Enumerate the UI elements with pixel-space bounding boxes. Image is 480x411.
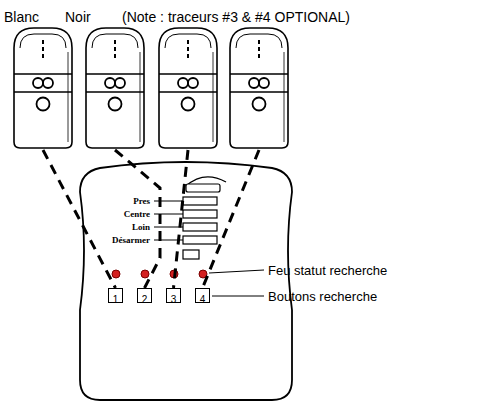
button-number: 2 <box>142 294 148 306</box>
search-button: 4 <box>195 288 210 303</box>
button-number: 1 <box>113 294 119 306</box>
leader-line <box>154 201 183 202</box>
pairing-line <box>115 150 160 288</box>
housing-outline <box>80 162 292 400</box>
pairing-line <box>203 150 260 288</box>
search-button: 3 <box>166 288 181 303</box>
tracker-device: Noir <box>82 8 148 150</box>
callout-text: Feu statut recherche <box>268 262 387 279</box>
pairing-line <box>174 150 189 288</box>
range-bar <box>183 236 217 244</box>
optional-trackers <box>159 28 288 288</box>
disarm-bar <box>183 250 199 259</box>
receiver-housing <box>80 162 292 400</box>
button-number: 4 <box>200 294 206 306</box>
range-bar <box>183 210 217 218</box>
range-label: Désarmer <box>112 234 150 246</box>
tracker-device: Blanc <box>10 8 76 150</box>
tracker-device <box>159 28 217 148</box>
search-button: 2 <box>137 288 152 303</box>
display-slot <box>186 184 220 192</box>
range-bar <box>183 223 217 231</box>
status-led <box>112 270 120 278</box>
status-led <box>141 270 149 278</box>
leader-line <box>154 214 183 215</box>
callout-text: Boutons recherche <box>268 288 377 305</box>
button-number: 3 <box>171 294 177 306</box>
tracker-shape <box>86 28 144 148</box>
tracker-outline <box>10 26 76 150</box>
note-text: (Note : traceurs #3 & #4 OPTIONAL) <box>122 8 350 26</box>
range-label: Loin <box>132 221 150 233</box>
leader-line <box>212 296 264 297</box>
range-label: Centre <box>124 208 150 220</box>
tracker-device <box>230 28 288 148</box>
range-bar <box>183 197 217 205</box>
pairing-line <box>43 150 116 288</box>
range-label: Pres <box>133 195 150 207</box>
tracker-shape <box>14 28 72 148</box>
tracker-outline <box>82 26 148 150</box>
leader-line <box>209 270 264 273</box>
search-button: 1 <box>108 288 123 303</box>
